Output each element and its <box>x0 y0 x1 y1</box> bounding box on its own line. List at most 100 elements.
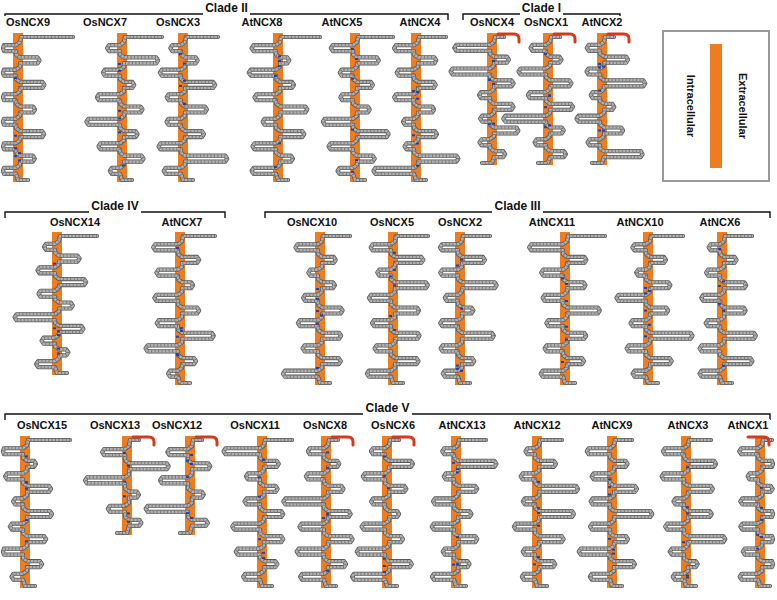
residue-mark <box>316 298 319 300</box>
peptide-chain <box>514 440 578 586</box>
peptide-chain-outline <box>85 440 169 533</box>
residue-mark <box>548 94 551 96</box>
residue-mark <box>355 159 358 161</box>
peptide-chain <box>283 236 350 383</box>
protein-name: AtNCX11 <box>527 216 577 229</box>
residue-mark <box>648 290 651 292</box>
residue-mark <box>351 78 354 80</box>
residue-mark <box>460 370 463 372</box>
residue-mark <box>180 327 183 329</box>
residue-mark <box>456 468 459 470</box>
peptide-residues <box>146 440 210 533</box>
residue-mark <box>488 79 491 81</box>
residue-mark <box>57 352 60 354</box>
residue-mark <box>14 77 17 79</box>
peptide-chain <box>146 440 210 533</box>
peptide-residues <box>159 37 228 180</box>
residue-mark <box>118 110 121 112</box>
residue-mark <box>326 451 329 453</box>
residue-mark <box>383 475 386 477</box>
peptide-chain <box>86 37 162 180</box>
residue-mark <box>176 354 179 356</box>
peptide-chain <box>146 236 215 383</box>
residue-mark <box>18 160 21 162</box>
residue-mark <box>533 563 536 565</box>
residue-mark <box>127 521 130 523</box>
peptide-residues <box>283 236 350 383</box>
residue-mark <box>25 455 28 457</box>
residue-mark <box>186 459 189 461</box>
peptide-chain <box>159 37 228 180</box>
residue-mark <box>492 83 495 85</box>
residue-mark <box>544 53 547 55</box>
residue-mark <box>351 171 354 173</box>
protein-name: OsNCX11 <box>228 419 282 432</box>
clade-label: Clade III <box>492 199 542 213</box>
residue-mark <box>644 287 647 289</box>
peptide-chain-outline <box>352 440 413 586</box>
protein-name: OsNCX2 <box>436 216 484 229</box>
residue-mark <box>389 315 392 317</box>
residue-mark <box>278 142 281 144</box>
peptide-residues <box>529 236 605 383</box>
signal-peptide <box>608 34 629 42</box>
residue-mark <box>456 471 459 473</box>
residue-mark <box>383 558 386 560</box>
residue-mark <box>14 147 17 149</box>
residue-mark <box>460 259 463 261</box>
residue-mark <box>682 541 685 543</box>
peptide-chain <box>662 440 726 586</box>
residue-mark <box>179 53 182 55</box>
peptide-chain-outline <box>373 37 458 180</box>
residue-mark <box>127 512 130 514</box>
peptide-chain-outline <box>86 37 162 180</box>
protein-name: AtNCX7 <box>160 216 205 229</box>
peptide-residues <box>367 236 428 383</box>
residue-mark <box>118 117 121 119</box>
residue-mark <box>456 536 459 538</box>
signal-peptide <box>498 34 519 42</box>
residue-mark <box>326 513 329 515</box>
residue-mark <box>756 548 759 550</box>
signal-peptide <box>332 437 353 445</box>
protein-name: OsNCX1 <box>522 16 570 29</box>
protein-name: OsNCX7 <box>81 16 129 29</box>
residue-mark <box>383 455 386 457</box>
residue-mark <box>561 277 564 279</box>
residue-mark <box>53 327 56 329</box>
residue-mark <box>565 300 568 302</box>
residue-mark <box>25 519 28 521</box>
residue-mark <box>612 549 615 551</box>
peptide-residues <box>503 37 573 163</box>
peptide-chain-outline <box>662 440 726 586</box>
residue-mark <box>548 124 551 126</box>
peptide-chain-outline <box>440 236 497 383</box>
peptide-residues <box>3 37 73 180</box>
residue-mark <box>598 130 601 132</box>
residue-mark <box>492 123 495 125</box>
peptide-residues <box>440 236 497 383</box>
residue-mark <box>18 152 21 154</box>
residue-mark <box>544 126 547 128</box>
residue-mark <box>316 288 319 290</box>
peptide-chain-outline <box>249 37 320 180</box>
residue-mark <box>686 575 689 577</box>
protein-name: AtNCX6 <box>698 216 743 229</box>
peptide-chain <box>283 440 352 586</box>
residue-mark <box>190 517 193 519</box>
residue-mark <box>183 80 186 82</box>
peptide-residues <box>514 440 578 586</box>
residue-mark <box>565 339 568 341</box>
peptide-chain <box>3 440 70 586</box>
protein-name: OsNCX13 <box>88 419 142 432</box>
residue-mark <box>644 310 647 312</box>
peptide-chain-outline <box>3 440 70 586</box>
peptide-residues <box>3 440 70 586</box>
peptide-chain <box>739 440 773 586</box>
residue-mark <box>183 103 186 105</box>
peptide-chain <box>440 236 497 383</box>
peptide-chain <box>616 236 692 383</box>
peptide-chain <box>579 440 652 586</box>
residue-mark <box>258 496 261 498</box>
